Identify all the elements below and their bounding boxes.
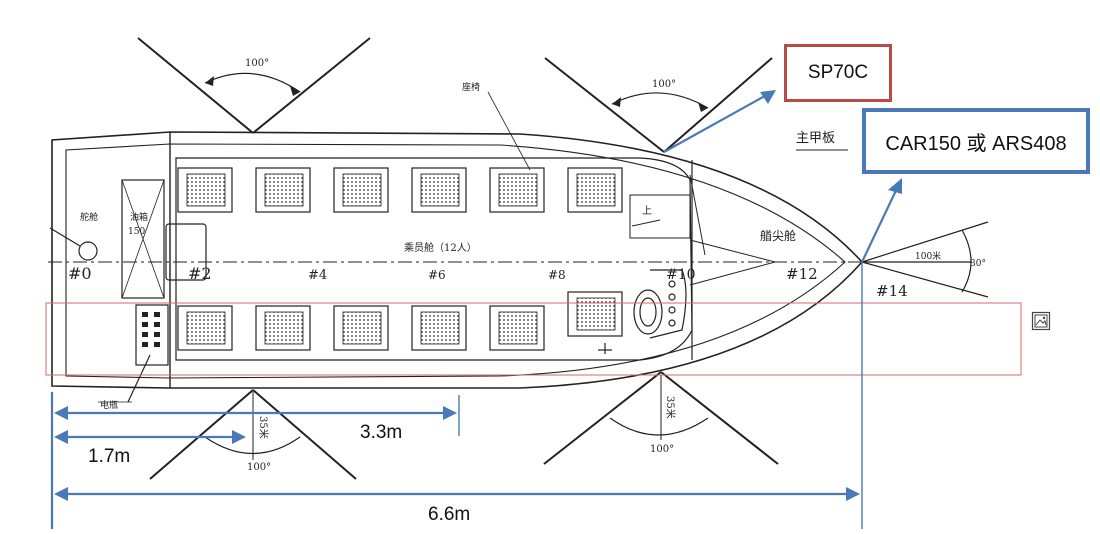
seat	[489, 305, 545, 351]
battery-label: 电瓶	[100, 399, 118, 411]
seat-label: 座椅	[462, 81, 480, 93]
dimension-1-7m: 1.7m	[88, 446, 130, 467]
fov-top-right-angle: 100°	[652, 79, 676, 90]
sensor-label-car150-text: CAR150 或 ARS408	[885, 132, 1067, 155]
fov-bottom-left	[149, 389, 357, 480]
seat	[255, 167, 311, 213]
station-2: #2	[188, 264, 212, 283]
station-8: #8	[548, 268, 566, 282]
station-14: #14	[876, 282, 908, 300]
seat	[411, 305, 467, 351]
fov-bow	[861, 221, 989, 298]
seat	[177, 167, 233, 213]
fov-top-left	[137, 37, 371, 134]
battery-cells	[142, 312, 160, 347]
fov-bottom-left-range: 35米	[257, 416, 270, 439]
seat	[567, 291, 623, 337]
station-6: #6	[428, 268, 446, 282]
sensor-label-car150: CAR150 或 ARS408	[862, 108, 1090, 174]
station-10: #10	[666, 267, 696, 283]
fov-bottom-left-angle: 100°	[247, 462, 271, 473]
arrow-head-side	[888, 178, 902, 194]
highlight-rect	[45, 302, 1022, 376]
fov-bottom-right	[543, 371, 779, 465]
seat	[333, 167, 389, 213]
engine-room-label: 舵舱	[80, 211, 98, 223]
fov-bow-angle: 30°	[970, 259, 986, 269]
sensor-label-sp70c: SP70C	[784, 44, 892, 102]
seat	[489, 167, 545, 213]
station-0: #0	[68, 264, 92, 283]
seat	[567, 167, 623, 213]
helm-wheel-icon	[598, 269, 687, 354]
seat	[333, 305, 389, 351]
dimension-3-3m: 3.3m	[360, 422, 402, 443]
seats-bottom-row	[177, 291, 623, 351]
arrow-head-front	[760, 90, 776, 104]
fov-bottom-right-angle: 100°	[650, 444, 674, 455]
fov-top-right	[544, 57, 773, 153]
seats-top-row	[177, 167, 623, 213]
stairs-up-label: 上	[642, 205, 652, 217]
image-placeholder-icon[interactable]	[1031, 311, 1051, 331]
main-deck-label: 主甲板	[796, 131, 835, 146]
passenger-cabin-label: 乘员舱（12人）	[404, 241, 477, 254]
fuel-tank-capacity: 150	[128, 227, 145, 237]
seat	[177, 305, 233, 351]
seat	[411, 167, 467, 213]
station-marks: #0 #2 #4 #6 #8 #10 #12 #14	[68, 264, 908, 300]
station-4: #4	[308, 268, 327, 283]
dimension-6-6m: 6.6m	[428, 504, 470, 525]
fov-bottom-right-range: 35米	[664, 396, 677, 419]
aft-equipment	[49, 179, 207, 403]
bow-cabin-label: 艏尖舱	[760, 229, 796, 243]
fov-bow-range: 100米	[915, 250, 941, 262]
seat	[255, 305, 311, 351]
dimension-lines	[50, 262, 863, 529]
fov-top-left-angle: 100°	[245, 58, 269, 69]
fuel-tank-label: 油箱	[130, 211, 148, 223]
sensor-label-sp70c-text: SP70C	[807, 62, 869, 83]
station-12: #12	[786, 265, 818, 283]
sensor-arrows	[663, 91, 901, 263]
